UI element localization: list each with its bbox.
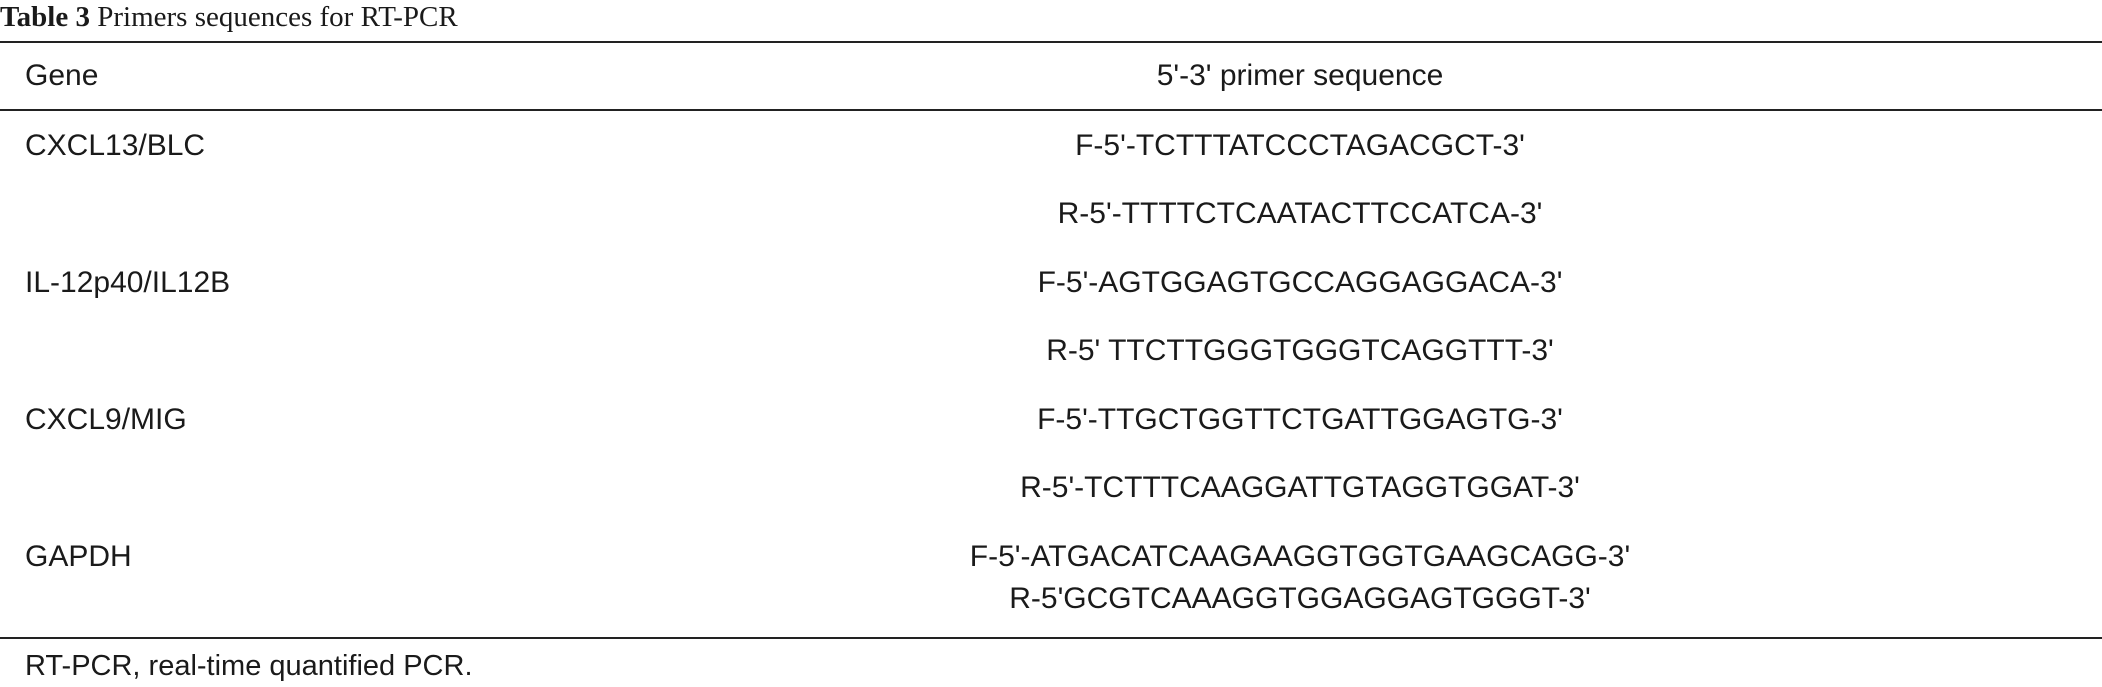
table-row: R-5' TTCTTGGGTGGGTCAGGTTT-3' bbox=[0, 316, 2102, 386]
table-row: R-5'-TCTTTCAAGGATTGTAGGTGGAT-3' bbox=[0, 453, 2102, 523]
table-header-rule bbox=[0, 109, 2102, 111]
column-header-sequence: 5'-3' primer sequence bbox=[1156, 59, 1444, 92]
gene-cell: CXCL13/BLC bbox=[25, 129, 206, 162]
table-row: CXCL13/BLC F-5'-TCTTTATCCCTAGACGCT-3' bbox=[0, 111, 2102, 181]
gene-cell: CXCL9/MIG bbox=[25, 403, 187, 436]
table-row: GAPDH F-5'-ATGACATCAAGAAGGTGGTGAAGCAGG-3… bbox=[0, 522, 2102, 637]
table-footnote: RT-PCR, real-time quantified PCR. bbox=[25, 650, 473, 682]
reverse-primer-cell: R-5'-TCTTTCAAGGATTGTAGGTGGAT-3' bbox=[1020, 471, 1580, 504]
table-row: CXCL9/MIG F-5'-TTGCTGGTTCTGATTGGAGTG-3' bbox=[0, 385, 2102, 455]
forward-primer-cell: F-5'-TTGCTGGTTCTGATTGGAGTG-3' bbox=[1037, 403, 1563, 436]
forward-primer-cell: F-5'-AGTGGAGTGCCAGGAGGACA-3' bbox=[1037, 266, 1563, 299]
gene-cell: IL-12p40/IL12B bbox=[25, 266, 231, 299]
forward-primer-cell: F-5'-TCTTTATCCCTAGACGCT-3' bbox=[1075, 129, 1525, 162]
forward-primer-cell: F-5'-ATGACATCAAGAAGGTGGTGAAGCAGG-3' bbox=[969, 540, 1631, 573]
reverse-primer-cell: R-5'GCGTCAAAGGTGGAGGAGTGGGT-3' bbox=[1009, 582, 1591, 615]
table-bottom-rule bbox=[0, 637, 2102, 639]
table-body: CXCL13/BLC F-5'-TCTTTATCCCTAGACGCT-3' R-… bbox=[0, 111, 2102, 637]
table-caption: Table 3 Primers sequences for RT-PCR bbox=[0, 0, 458, 40]
table-caption-title: Primers sequences for RT-PCR bbox=[97, 1, 458, 33]
gene-cell: GAPDH bbox=[25, 540, 132, 573]
column-header-gene: Gene bbox=[25, 59, 99, 92]
reverse-primer-cell: R-5'-TTTTCTCAATACTTCCATCA-3' bbox=[1057, 197, 1543, 230]
reverse-primer-cell: R-5' TTCTTGGGTGGGTCAGGTTT-3' bbox=[1046, 334, 1554, 367]
table-row: R-5'-TTTTCTCAATACTTCCATCA-3' bbox=[0, 179, 2102, 249]
table-caption-label: Table 3 bbox=[0, 1, 90, 33]
table-row: IL-12p40/IL12B F-5'-AGTGGAGTGCCAGGAGGACA… bbox=[0, 248, 2102, 318]
table-top-rule bbox=[0, 41, 2102, 43]
table-header-row: Gene 5'-3' primer sequence bbox=[0, 43, 2102, 109]
